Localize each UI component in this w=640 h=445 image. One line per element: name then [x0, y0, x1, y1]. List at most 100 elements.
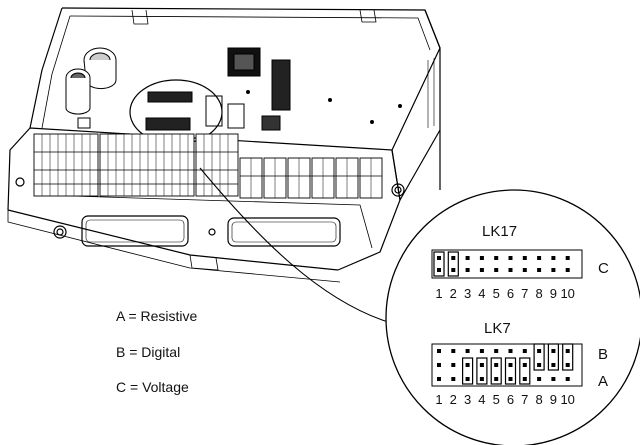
lk7-pin-number: 6 [507, 392, 514, 407]
lk7-pin [537, 349, 542, 353]
lk7-jumper-cap [547, 343, 560, 371]
lk7-pin [522, 363, 527, 367]
legend-voltage: C = Voltage [116, 379, 189, 395]
lk17-pin [451, 256, 456, 260]
lk7-pin [465, 377, 470, 381]
lk17-pin-number: 9 [550, 286, 557, 301]
lk17-pin [465, 256, 470, 260]
lk7-pin [508, 349, 513, 353]
lk7-pin [508, 363, 513, 367]
lk17-pin-number: 3 [464, 286, 471, 301]
lk17-pin [508, 256, 513, 260]
lk7-jumper-cap [476, 357, 488, 385]
lk7-pin [479, 377, 484, 381]
lk17-row-label: C [598, 260, 609, 277]
lk17-pin-number: 2 [450, 286, 457, 301]
lk17-pin-number: 5 [493, 286, 500, 301]
lk7-pin [451, 377, 456, 381]
lk17-pin [565, 268, 570, 272]
lk7-header [431, 343, 583, 387]
lk7-pin [565, 377, 570, 381]
lk17-pin [479, 256, 484, 260]
lk7-pin-number: 8 [535, 392, 542, 407]
lk17-pin [479, 268, 484, 272]
terminal-blocks [33, 133, 383, 199]
lk17-header [431, 249, 583, 279]
lk7-pins [437, 343, 574, 385]
lk7-pin [565, 349, 570, 353]
lk7-pin [451, 349, 456, 353]
enclosure-drawing [7, 7, 441, 283]
legend-resistive: A = Resistive [116, 308, 198, 324]
lk7-pin [494, 377, 499, 381]
lk17-pin [494, 256, 499, 260]
lk7-pin [537, 363, 542, 367]
lk7-pin-number: 5 [493, 392, 500, 407]
lk7-row-label-a: A [598, 373, 608, 390]
lk7-pin [522, 377, 527, 381]
lk7-pin [522, 349, 527, 353]
lk7-pin [437, 349, 441, 353]
lk17-pin [451, 268, 456, 272]
lk17-pin [494, 268, 499, 272]
lk7-pin-number: 4 [478, 392, 485, 407]
lk7-pin-number: 9 [550, 392, 557, 407]
lk7-pin [465, 363, 470, 367]
lk7-jumper-cap [490, 357, 502, 385]
lk7-pin [437, 377, 441, 381]
lk7-pin-number: 7 [521, 392, 528, 407]
lk17-pin [437, 256, 441, 260]
lk7-pin [479, 349, 484, 353]
lk7-pin [494, 363, 499, 367]
lk17-pin-number: 1 [435, 286, 442, 301]
lk17-pin [522, 268, 527, 272]
lk17-pin [508, 268, 513, 272]
circuit-board-components [65, 47, 402, 131]
lk7-pin [551, 363, 556, 367]
lk7-pin-number: 2 [450, 392, 457, 407]
lk7-pin [437, 363, 441, 367]
lk7-pin [565, 363, 570, 367]
lk17-pins [433, 251, 570, 277]
lk7-pin-number: 10 [560, 392, 574, 407]
leader-line [199, 167, 389, 323]
lk17-pin-number: 8 [535, 286, 542, 301]
lk7-jumper-cap [562, 343, 574, 371]
lk7-pin-number: 3 [464, 392, 471, 407]
lk7-pin [465, 349, 470, 353]
lk7-pin [494, 349, 499, 353]
lk17-jumper-cap [447, 251, 459, 277]
lk17-pin-number: 7 [521, 286, 528, 301]
lk7-jumper-cap [462, 357, 474, 385]
lk17-pin-number: 10 [560, 286, 574, 301]
lk7-pin [551, 349, 556, 353]
lk17-pin [537, 256, 542, 260]
legend: A = Resistive B = Digital C = Voltage [116, 308, 198, 395]
lk17-title: LK17 [482, 223, 517, 240]
lk7-jumper-cap [504, 357, 517, 385]
lk17-pin [551, 268, 556, 272]
lk17-pin-number: 4 [478, 286, 485, 301]
lk17-pin [437, 268, 441, 272]
lk7-pin [479, 363, 484, 367]
lk17-pin [465, 268, 470, 272]
lk7-pin-number: 1 [435, 392, 442, 407]
lk17-pin-number: 6 [507, 286, 514, 301]
lk7-pin [537, 377, 542, 381]
lk7-pin [551, 377, 556, 381]
lk17-pin [522, 256, 527, 260]
lk17-jumper-cap [433, 251, 445, 277]
lk17-pin [565, 256, 570, 260]
lk7-pin [451, 363, 456, 367]
lk7-title: LK7 [484, 320, 511, 337]
legend-digital: B = Digital [116, 344, 180, 360]
lk17-pin [551, 256, 556, 260]
lk17-pin [537, 268, 542, 272]
lk7-jumper-cap [533, 343, 545, 371]
lk7-jumper-cap [519, 357, 531, 385]
lk7-row-label-b: B [598, 346, 608, 363]
